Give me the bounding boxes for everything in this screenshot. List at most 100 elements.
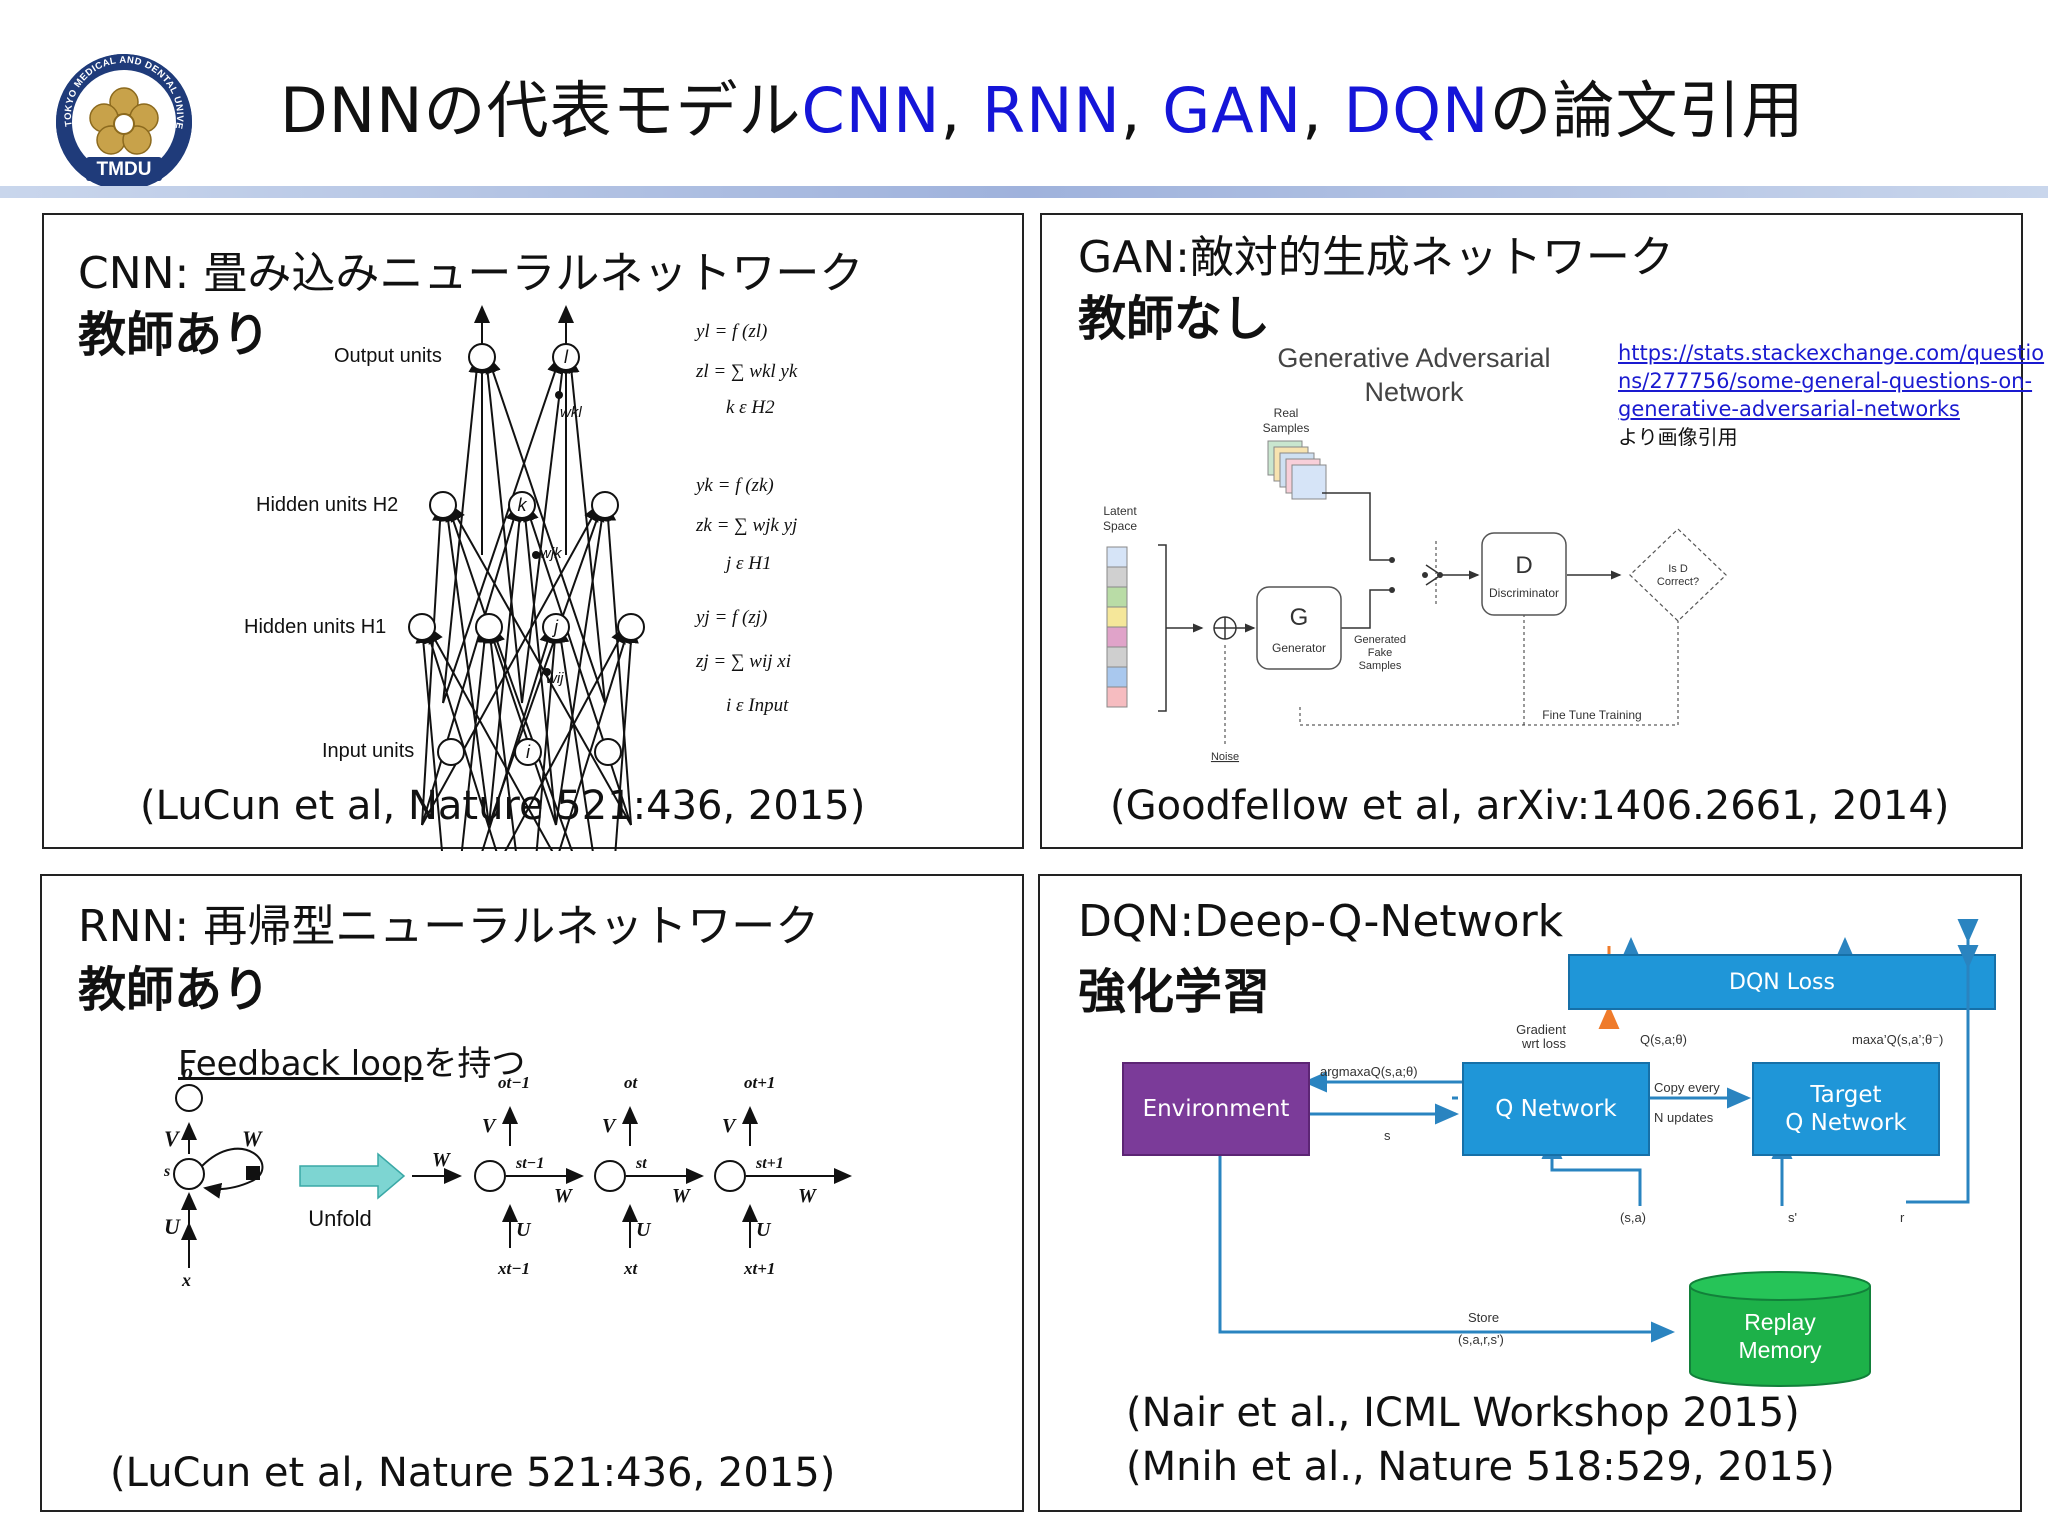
svg-text:W: W [554, 1185, 573, 1207]
svg-text:U: U [164, 1214, 181, 1239]
svg-text:xt−1: xt−1 [497, 1259, 530, 1278]
dqn-citation-2: (Mnih et al., Nature 518:529, 2015) [1126, 1444, 1835, 1490]
svg-text:Memory: Memory [1738, 1337, 1822, 1363]
svg-text:st−1: st−1 [515, 1155, 544, 1172]
svg-text:W: W [672, 1185, 691, 1207]
svg-text:xt: xt [623, 1259, 639, 1278]
svg-text:G: G [1290, 604, 1309, 631]
gan-source-note: より画像引用 [1618, 425, 1738, 449]
svg-text:V: V [722, 1115, 737, 1137]
gan-citation: (Goodfellow et al, arXiv:1406.2661, 2014… [1110, 783, 1950, 829]
gan-diagram: Generative Adversarial Network Real Samp… [1103, 343, 1727, 763]
discriminator-box [1481, 532, 1567, 616]
svg-text:Samples: Samples [1359, 660, 1402, 672]
fine-tune-label: Fine Tune Training [1542, 708, 1641, 722]
svg-text:TMDU: TMDU [97, 159, 152, 180]
svg-text:Is D: Is D [1668, 563, 1688, 575]
svg-text:i ε Input: i ε Input [726, 695, 789, 716]
svg-text:W: W [432, 1149, 451, 1171]
svg-text:x: x [181, 1270, 191, 1290]
svg-text:Generator: Generator [1272, 641, 1326, 655]
cnn-network-diagram: Output units Hidden units H2 Hidden unit… [244, 305, 798, 851]
svg-text:s: s [163, 1163, 170, 1180]
equation-y-l: yl = f (zl) [694, 321, 767, 342]
svg-text:st+1: st+1 [755, 1155, 784, 1172]
gan-source-link[interactable]: https://stats.stackexchange.com/questio … [1618, 341, 2045, 449]
svg-text:Space: Space [1103, 519, 1137, 533]
environment-box: Environment [1122, 1062, 1310, 1156]
svg-text:U: U [756, 1219, 772, 1241]
page-title: DNNの代表モデルCNN, RNN, GAN, DQNの論文引用 [280, 74, 1805, 147]
generator-box [1256, 586, 1342, 670]
svg-text:D: D [1515, 552, 1532, 579]
cnn-heading: CNN: 畳み込みニューラルネットワーク [78, 248, 864, 299]
svg-text:W: W [798, 1185, 817, 1207]
svg-text:ot+1: ot+1 [744, 1073, 775, 1092]
label-output-units: Output units [334, 345, 442, 367]
weight-wkl: wkl [560, 404, 582, 421]
svg-text:k: k [518, 495, 528, 515]
label-hidden-h2: Hidden units H2 [256, 494, 398, 516]
svg-text:l: l [564, 347, 569, 367]
dqn-panel: DQN:Deep-Q-Network 強化学習 DQN Loss [1038, 874, 2022, 1512]
equation-y-j: yj = f (zj) [694, 607, 767, 628]
svg-text:Discriminator: Discriminator [1489, 586, 1559, 600]
cnn-citation: (LuCun et al, Nature 521:436, 2015) [140, 783, 866, 829]
svg-text:j ε H1: j ε H1 [723, 553, 772, 574]
equation-z-k: zk = ∑ wjk yj [695, 515, 797, 536]
gan-panel: GAN:敵対的生成ネットワーク 教師なし https://stats.stack… [1040, 213, 2044, 849]
svg-text:xt+1: xt+1 [743, 1259, 775, 1278]
svg-text:U: U [636, 1219, 652, 1241]
rnn-citation: (LuCun et al, Nature 521:436, 2015) [110, 1450, 836, 1496]
label-hidden-h1: Hidden units H1 [244, 616, 386, 638]
svg-text:st: st [635, 1155, 647, 1172]
svg-text:o: o [182, 1059, 193, 1084]
svg-text:Noise: Noise [1211, 751, 1239, 763]
svg-text:j: j [551, 617, 559, 637]
replay-memory-cylinder: Replay Memory [1688, 1270, 1872, 1388]
rnn-subheading: 教師あり [78, 962, 271, 1018]
svg-text:Latent: Latent [1103, 504, 1137, 518]
cnn-panel: CNN: 畳み込みニューラルネットワーク 教師あり [42, 213, 1024, 851]
svg-text:Generated: Generated [1354, 634, 1406, 646]
svg-text:ot−1: ot−1 [498, 1073, 530, 1092]
rnn-heading: RNN: 再帰型ニューラルネットワーク [78, 901, 820, 952]
equation-z-l: zl = ∑ wkl yk [695, 361, 798, 382]
real-samples-stack [1267, 440, 1327, 500]
svg-text:Real: Real [1274, 406, 1299, 420]
rnn-unfold-diagram: o V s W U x Unfold W W W [163, 1059, 852, 1290]
svg-text:ot: ot [624, 1073, 639, 1092]
svg-text:W: W [242, 1126, 263, 1151]
rnn-panel: RNN: 再帰型ニューラルネットワーク 教師あり Feedback loopを持… [40, 874, 1024, 1512]
dqn-subheading: 強化学習 [1078, 964, 1271, 1020]
unfold-arrow [299, 1152, 406, 1200]
equation-y-k: yk = f (zk) [694, 475, 774, 496]
svg-text:Replay: Replay [1744, 1309, 1816, 1335]
dqn-citation-1: (Nair et al., ICML Workshop 2015) [1126, 1390, 1800, 1436]
svg-text:V: V [602, 1115, 617, 1137]
dqn-heading: DQN:Deep-Q-Network [1078, 896, 1564, 947]
svg-text:V: V [164, 1126, 181, 1151]
is-d-correct-diamond [1629, 528, 1727, 622]
svg-text:Network: Network [1364, 377, 1464, 407]
svg-text:Fake: Fake [1368, 647, 1392, 659]
svg-text:Samples: Samples [1263, 421, 1310, 435]
svg-text:k ε H2: k ε H2 [726, 397, 775, 418]
q-network-box: Q Network [1462, 1062, 1650, 1156]
feedback-loop-note: Feedback loopを持つ [178, 1044, 526, 1084]
dqn-loss-box: DQN Loss [1568, 954, 1996, 1010]
label-input-units: Input units [322, 740, 414, 762]
svg-text:Correct?: Correct? [1657, 576, 1699, 588]
equation-z-j: zj = ∑ wij xi [695, 651, 791, 672]
header-divider [0, 186, 2048, 198]
gan-diagram-title: Generative Adversarial [1277, 343, 1550, 373]
svg-text:U: U [516, 1219, 532, 1241]
svg-text:V: V [482, 1115, 497, 1137]
unfold-label: Unfold [308, 1206, 372, 1231]
gan-subheading: 教師なし [1078, 291, 1271, 347]
weight-wjk: wjk [540, 545, 563, 562]
latent-space-vector [1106, 546, 1128, 708]
weight-wij: wij [546, 670, 564, 687]
gan-heading: GAN:敵対的生成ネットワーク [1078, 232, 1674, 283]
